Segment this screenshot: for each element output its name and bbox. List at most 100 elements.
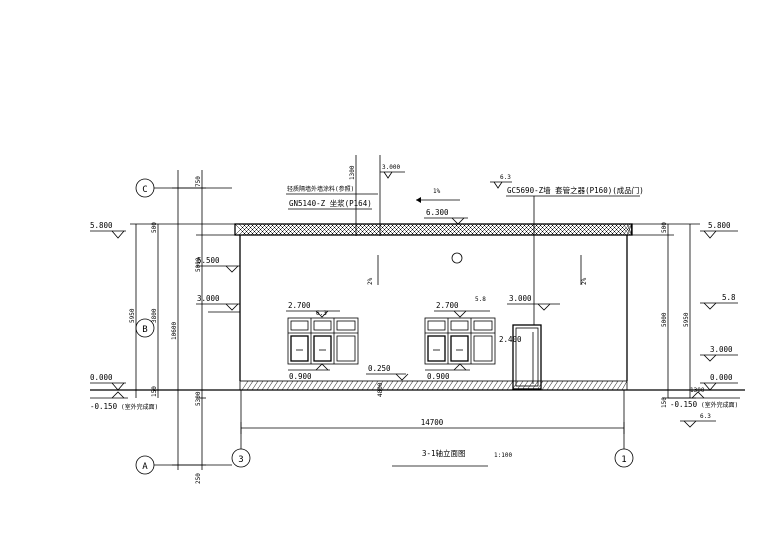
- plinth-hatch-line: [566, 380, 574, 391]
- plinth-hatch-line: [621, 380, 628, 391]
- plinth-hatch-line: [346, 380, 354, 391]
- plinth-hatch-line: [556, 380, 564, 391]
- plinth-hatch-line: [296, 380, 304, 391]
- plinth-hatch-line: [561, 380, 569, 391]
- plinth-hatch-line: [391, 380, 399, 391]
- dim-top-1300: 1300: [349, 165, 356, 180]
- plinth-hatch-line: [491, 380, 499, 391]
- dim-left-5950: 5950: [129, 308, 136, 323]
- axis-label-1: 1: [621, 455, 626, 465]
- elev-small-63-right: 6.3: [700, 413, 711, 420]
- axis-bubble-3: 3: [231, 390, 251, 468]
- elev-ridge: 6.300: [426, 208, 449, 217]
- plinth-hatch-line: [436, 380, 444, 391]
- plinth-hatch-line: [551, 380, 559, 391]
- plinth-hatch-line: [246, 380, 254, 391]
- plinth-hatch-line: [286, 380, 294, 391]
- elev-right-58: 5.8: [722, 293, 736, 302]
- plinth-hatch-line: [336, 380, 344, 391]
- dim-right-5950: 5950: [683, 312, 690, 327]
- plinth-hatch-line: [496, 380, 504, 391]
- elev-right-3000: 3.000: [710, 345, 733, 354]
- dim-left-500: 500: [151, 222, 158, 233]
- plinth-hatch-line: [441, 380, 449, 391]
- elev-ground-right: 0.000: [710, 373, 733, 382]
- elev-ground-neg-right: -0.150: [670, 400, 698, 409]
- elev-sill-left: 0.900: [289, 372, 312, 381]
- elev-upper-left: 5.500: [197, 256, 220, 265]
- plinth-hatch-line: [366, 380, 374, 391]
- plinth-hatch-line: [386, 380, 394, 391]
- plinth-hatch-line: [431, 380, 439, 391]
- elev-door-label: 2.400: [499, 335, 522, 344]
- plinth-hatch-line: [611, 380, 619, 391]
- window-middle: [424, 317, 496, 365]
- plinth-hatch-line: [376, 380, 384, 391]
- plinth-hatch-line: [576, 380, 584, 391]
- plinth-hatch-line: [281, 380, 289, 391]
- door: [512, 324, 542, 390]
- plinth-hatch-line: [571, 380, 579, 391]
- slope-roof: 1%: [433, 188, 441, 195]
- plinth-hatch-line: [406, 380, 414, 391]
- plinth-hatch-line: [476, 380, 484, 391]
- plinth-hatch-line: [241, 380, 249, 391]
- elev-mid-left: 3.000: [197, 294, 220, 303]
- plinth-hatch-line: [421, 380, 429, 391]
- ground-neg-note-right: (室外完成面): [701, 401, 738, 409]
- plinth-hatch-line: [371, 380, 379, 391]
- dim-750-top: 750: [195, 176, 202, 187]
- note-gc5690: GC5690-Z墙 套管之器(P160)(成品门): [507, 185, 644, 195]
- dim-left-250: 250: [195, 473, 202, 484]
- plinth-hatch-line: [356, 380, 364, 391]
- plinth-hatch-line: [596, 380, 604, 391]
- elev-roof-right: 5.800: [708, 221, 731, 230]
- elev-win-mid: 2.700: [436, 301, 459, 310]
- elev-sill-mid: 0.900: [427, 372, 450, 381]
- plinth-hatch-line: [586, 380, 594, 391]
- plinth-hatch-line: [411, 380, 419, 391]
- plinth-hatch-line: [291, 380, 299, 391]
- dim-right-1300: 1300: [690, 387, 705, 394]
- plinth-hatch-line: [326, 380, 334, 391]
- plinth-hatch-line: [316, 380, 324, 391]
- plinth-hatch-line: [401, 380, 409, 391]
- dim-right-500: 500: [661, 222, 668, 233]
- dim-base-4800: 4800: [377, 382, 384, 397]
- plinth-hatch-line: [396, 380, 404, 391]
- elev-roof-left: 5.800: [90, 221, 113, 230]
- plinth-hatch-line: [451, 380, 459, 391]
- plinth-hatch-line: [546, 380, 554, 391]
- plinth-hatch-line: [581, 380, 589, 391]
- axis-label-b: B: [142, 325, 147, 335]
- elev-win-mid-note: 5.8: [475, 296, 486, 303]
- elev-step: 0.250: [368, 364, 391, 373]
- window-left: [287, 317, 359, 365]
- title-main: 3-1轴立面图: [422, 448, 466, 458]
- building-elevation: 2% 2%: [90, 223, 745, 391]
- plinth-hatch-line: [426, 380, 434, 391]
- left-dimensions: 750 500 5000 5950 3800 10600 150 5300 25…: [129, 170, 238, 484]
- plinth-hatch-line: [276, 380, 284, 391]
- slope-left: 2%: [367, 277, 374, 285]
- elev-ground-neg-left: -0.150: [90, 402, 118, 411]
- note-gn5140: GN5140-Z 坐浆(P164): [289, 198, 372, 208]
- ground-neg-note-left: (室外完成面): [121, 403, 158, 411]
- dim-total-width: 14700: [421, 418, 444, 427]
- dim-left-10600: 10600: [171, 322, 178, 340]
- plinth-hatch-line: [381, 380, 389, 391]
- plinth-hatch-line: [481, 380, 489, 391]
- plinth-hatch: [241, 380, 628, 391]
- right-dimensions: 500 5000 5950 150 1300: [630, 222, 705, 408]
- plinth-hatch-line: [331, 380, 339, 391]
- plinth-hatch-line: [466, 380, 474, 391]
- dim-right-5000: 5000: [661, 312, 668, 327]
- plinth-hatch-line: [501, 380, 509, 391]
- plinth-hatch-line: [456, 380, 464, 391]
- plinth-hatch-line: [461, 380, 469, 391]
- plinth-hatch-line: [541, 380, 549, 391]
- plinth-hatch-line: [601, 380, 609, 391]
- plinth-hatch-line: [261, 380, 269, 391]
- plinth-hatch-line: [361, 380, 369, 391]
